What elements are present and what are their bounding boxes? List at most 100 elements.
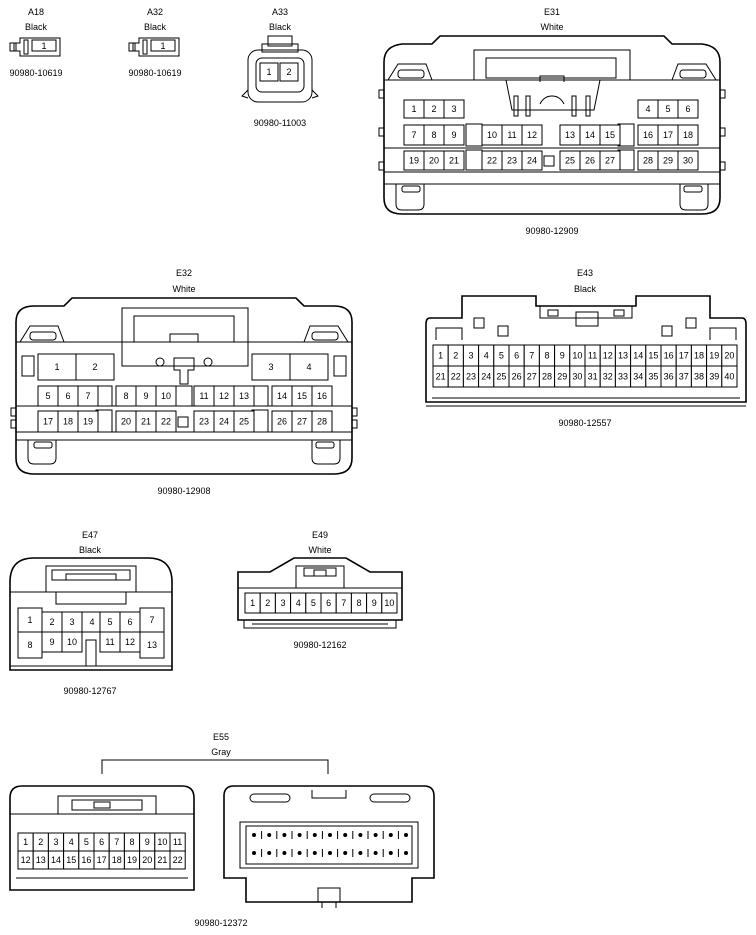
a33-pin-1: 1 [266, 67, 271, 77]
e43-pin-32: 32 [603, 372, 613, 382]
e55-pin-dot [388, 851, 393, 855]
e47-pin-4: 4 [89, 617, 94, 627]
e55-pin-19: 19 [127, 855, 137, 865]
e32-pin-8: 8 [123, 391, 128, 401]
e49-id: E49 [312, 530, 328, 540]
e32-pin-3: 3 [268, 362, 273, 372]
e43-pin-9: 9 [560, 351, 565, 361]
e32-pin-12: 12 [219, 391, 229, 401]
e55-pin-16: 16 [81, 855, 91, 865]
a18-color: Black [25, 22, 48, 32]
e43-pin-33: 33 [618, 372, 628, 382]
a33-pin-2-cell [279, 62, 299, 82]
connector-a18: A18 Black 1 90980-10619 [9, 7, 62, 78]
e43-pin-26: 26 [512, 372, 522, 382]
e43-pin-36: 36 [664, 372, 674, 382]
e32-pin-21: 21 [141, 417, 151, 427]
e32-pin-9: 9 [143, 391, 148, 401]
e31-pin-cell [677, 150, 699, 171]
e32-pin-22: 22 [161, 417, 171, 427]
e31-pin-cell [599, 150, 621, 171]
e31-pin-7: 7 [411, 130, 416, 140]
e55-pin-dot [358, 833, 363, 837]
e43-pin-23: 23 [466, 372, 476, 382]
e55-pin-21: 21 [157, 855, 167, 865]
e31-pin-18: 18 [683, 130, 693, 140]
e43-pin-37: 37 [679, 372, 689, 382]
e55-pin-18: 18 [112, 855, 122, 865]
e55-pin-13: 13 [36, 855, 46, 865]
e47-pin-9: 9 [49, 637, 54, 647]
e55-pin-dot [297, 851, 302, 855]
e55-pin-dot [267, 851, 272, 855]
e31-pin-27: 27 [605, 156, 615, 166]
a32-color: Black [144, 22, 167, 32]
e32-pin-24: 24 [219, 417, 229, 427]
e31-pin-cell [677, 99, 699, 119]
e55-pin-11: 11 [173, 837, 182, 847]
e49-pin-10: 10 [384, 598, 394, 608]
e55-pin-dot [312, 851, 317, 855]
e43-pin-10: 10 [572, 351, 582, 361]
e55-pin-face-dots [252, 831, 408, 857]
e47-pin-7: 7 [149, 615, 154, 625]
e32-pin-7: 7 [85, 391, 90, 401]
e49-pin-8: 8 [356, 598, 361, 608]
e43-pin-17: 17 [679, 351, 689, 361]
e55-pin-dot [282, 851, 287, 855]
e43-pin-20: 20 [724, 351, 734, 361]
e43-pin-13: 13 [618, 351, 628, 361]
e32-id: E32 [176, 268, 192, 278]
e55-id: E55 [213, 732, 229, 742]
e31-pin-13: 13 [565, 130, 575, 140]
e32-pin-1: 1 [54, 362, 59, 372]
e47-pin-cell [17, 631, 43, 659]
e32-pin-14: 14 [277, 391, 287, 401]
e49-pin-3: 3 [280, 598, 285, 608]
a32-pin-1-cell [150, 39, 176, 52]
e43-id: E43 [577, 268, 593, 278]
e43-pin-21: 21 [436, 372, 446, 382]
e32-pin-17: 17 [43, 417, 53, 427]
e32-pin-18: 18 [63, 417, 73, 427]
e43-pin-30: 30 [572, 372, 582, 382]
e55-pin-dot [388, 833, 393, 837]
e31-pin-21: 21 [449, 156, 459, 166]
e55-pin-7: 7 [114, 837, 119, 847]
e32-pin-26: 26 [277, 417, 287, 427]
a33-pin-1-cell [259, 62, 279, 82]
e31-pin-cell [599, 124, 621, 146]
e55-color: Gray [211, 747, 231, 757]
e55-pin-20: 20 [142, 855, 152, 865]
e32-pin-4: 4 [306, 362, 311, 372]
e55-pin-22: 22 [173, 855, 183, 865]
e47-pin-2: 2 [49, 617, 54, 627]
e55-pin-cell [169, 850, 186, 870]
e31-pin-12: 12 [527, 130, 537, 140]
e31-pin-25: 25 [565, 156, 575, 166]
e31-pin-cell [521, 150, 543, 171]
e55-pin-6: 6 [99, 837, 104, 847]
e43-pin-grid: 1212223234245256267278289291030113112321… [432, 344, 738, 388]
e55-pin-dot [404, 851, 408, 855]
e31-pin-4: 4 [645, 104, 650, 114]
e43-pin-cell [721, 365, 738, 388]
e32-pin-cell [77, 410, 99, 433]
e31-pin-3: 3 [451, 104, 456, 114]
e31-pin-11: 11 [507, 130, 516, 140]
e31-pin-15: 15 [605, 130, 615, 140]
e49-pin-cell [381, 592, 398, 614]
e31-pin-14: 14 [585, 130, 595, 140]
e47-color: Black [79, 545, 102, 555]
e55-pin-15: 15 [66, 855, 76, 865]
e49-pin-7: 7 [341, 598, 346, 608]
e43-pin-19: 19 [709, 351, 719, 361]
e55-pin-12: 12 [21, 855, 31, 865]
a32-id: A32 [147, 7, 163, 17]
e55-pin-dot [312, 833, 317, 837]
e43-pin-28: 28 [542, 372, 552, 382]
e43-pin-39: 39 [709, 372, 719, 382]
